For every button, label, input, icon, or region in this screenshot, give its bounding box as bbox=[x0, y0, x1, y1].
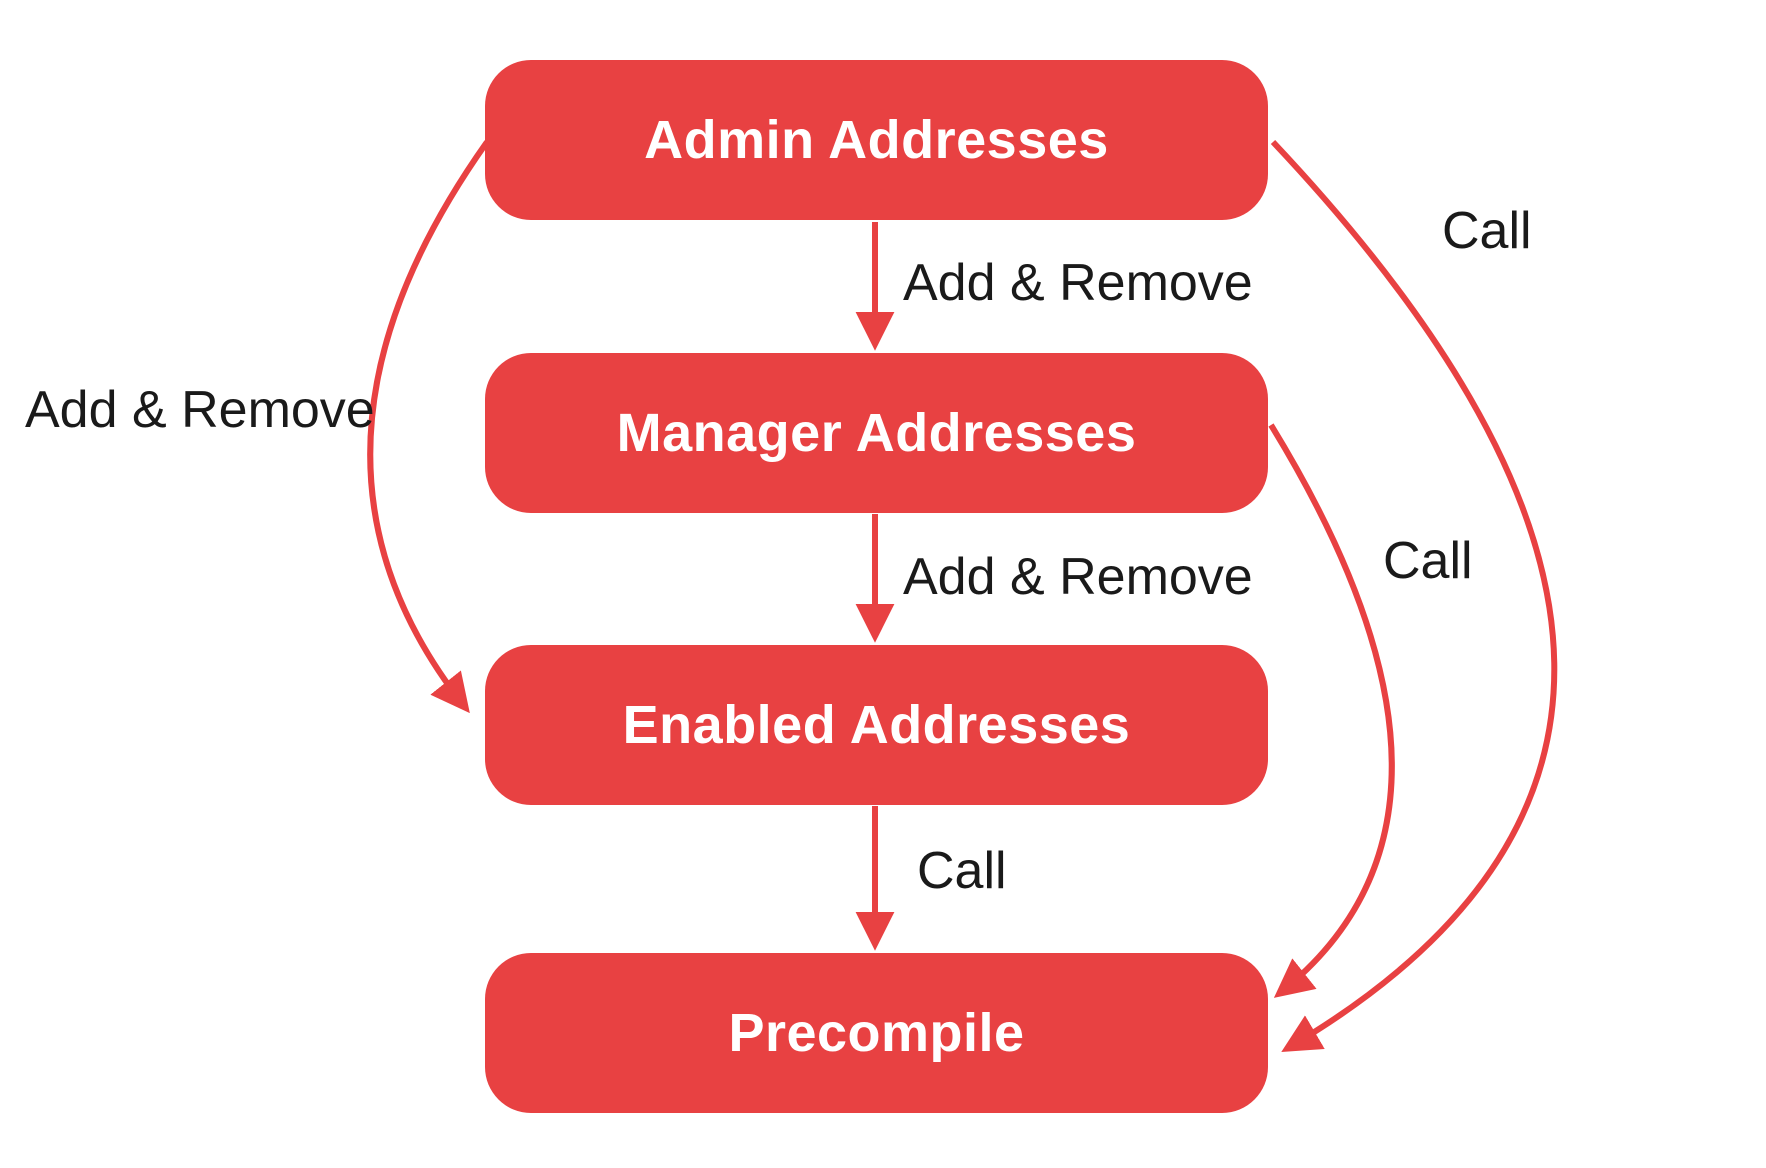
edge-label-enabled-precompile: Call bbox=[917, 842, 1007, 900]
edge-label-admin-precompile: Call bbox=[1442, 202, 1532, 260]
node-admin-addresses-label: Admin Addresses bbox=[644, 110, 1109, 170]
edge-label-admin-enabled: Add & Remove bbox=[25, 381, 375, 439]
edge-label-manager-precompile: Call bbox=[1383, 532, 1473, 590]
node-enabled-addresses-label: Enabled Addresses bbox=[622, 695, 1131, 755]
edge-admin-to-precompile-curve-arrow bbox=[1270, 139, 1558, 1052]
edge-admin-to-enabled-curve-arrow bbox=[367, 140, 490, 714]
node-admin-addresses: Admin Addresses bbox=[485, 60, 1268, 220]
edge-label-admin-manager: Add & Remove bbox=[903, 254, 1253, 312]
edge-manager-to-precompile-curve-arrow bbox=[1268, 423, 1395, 998]
node-precompile-label: Precompile bbox=[728, 1003, 1025, 1063]
node-precompile: Precompile bbox=[485, 953, 1268, 1113]
node-enabled-addresses: Enabled Addresses bbox=[485, 645, 1268, 805]
node-manager-addresses: Manager Addresses bbox=[485, 353, 1268, 513]
node-manager-addresses-label: Manager Addresses bbox=[616, 403, 1137, 463]
edge-label-manager-enabled: Add & Remove bbox=[903, 548, 1253, 606]
